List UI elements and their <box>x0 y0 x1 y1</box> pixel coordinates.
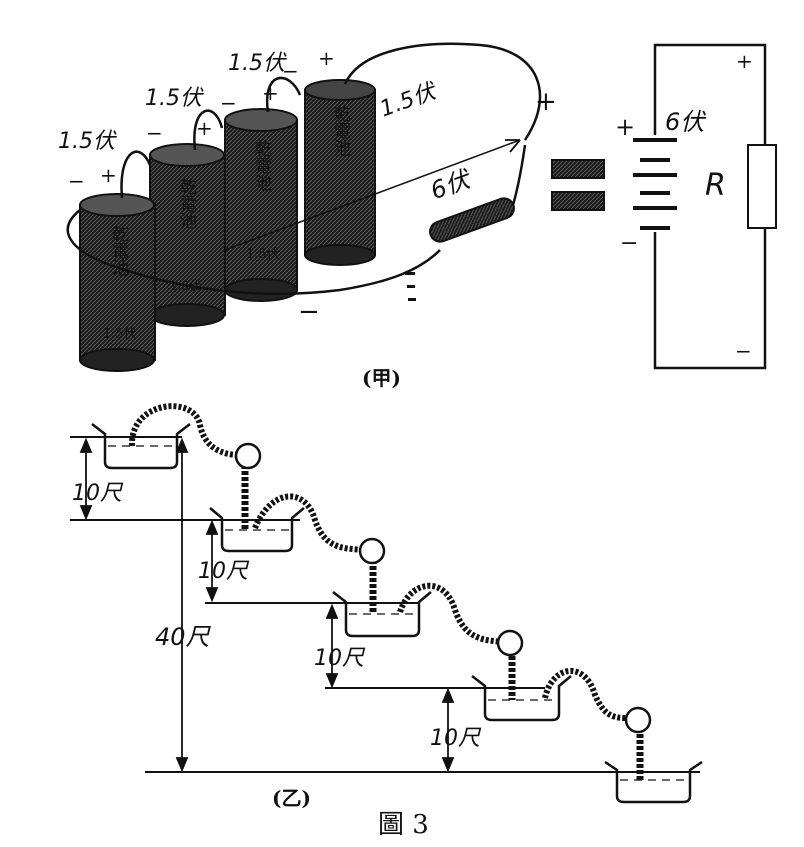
wire-pos-lead <box>343 42 542 141</box>
minus-sign: − <box>282 59 299 83</box>
step-height-3: 10尺 <box>314 646 366 671</box>
battery-4 <box>304 79 376 266</box>
total-voltage-label: 6伏 <box>427 164 476 205</box>
resistor-symbol <box>747 144 777 229</box>
cell-voltage-4: 1.5伏 <box>377 79 441 123</box>
battery-2 <box>149 143 226 327</box>
water-tanks <box>91 423 703 804</box>
cell-voltage-3: 1.5伏 <box>228 51 287 76</box>
step-height-4: 10尺 <box>430 726 482 751</box>
tank-5 <box>604 760 703 804</box>
tank-1 <box>91 423 191 470</box>
arrow-head <box>505 139 521 153</box>
pump-tubes <box>128 403 631 721</box>
battery-voltage-mark: 1.5伏 <box>103 327 137 342</box>
water-surfaces <box>108 445 688 781</box>
plus-sign: + <box>262 81 279 105</box>
polarity-signs: − + − + − + − + + − <box>68 46 557 327</box>
battery-1 <box>79 193 156 372</box>
minus-sign: − <box>68 169 85 193</box>
resistor-label: R <box>705 168 726 203</box>
circuit-minus-right: − <box>735 339 752 363</box>
wire-1-2 <box>120 150 152 199</box>
battery-group <box>79 79 376 372</box>
battery-3 <box>224 108 298 302</box>
circuit-source-voltage: 6伏 <box>665 108 707 136</box>
output-minus-sign: − <box>298 297 320 327</box>
output-plus-sign: + <box>535 87 557 117</box>
figure-caption: 圖 3 <box>378 810 429 840</box>
wire-neg-lead <box>66 209 441 296</box>
equivalence-symbol <box>551 159 605 211</box>
step-height-2: 10尺 <box>198 559 250 584</box>
tube-1 <box>128 403 241 458</box>
battery-body-labels: 乾電池 乾電池 乾電池 乾電池 1.5伏 1.5伏 1.5伏 <box>103 105 351 342</box>
cell-voltage-2: 1.5伏 <box>145 86 204 111</box>
wire-3-4 <box>265 76 302 113</box>
step-height-1: 10尺 <box>72 481 124 506</box>
battery-brand-label: 乾電池 <box>330 105 351 156</box>
pump-3 <box>496 629 524 657</box>
dimension-arrows <box>79 437 455 773</box>
minus-sign: − <box>146 121 163 145</box>
series-resistor <box>429 197 515 243</box>
level-lines <box>70 436 700 773</box>
cell-voltage-1: 1.5伏 <box>58 129 117 154</box>
pump-4 <box>624 706 652 734</box>
battery-brand-label: 乾電池 <box>108 225 129 276</box>
caption-jia: (甲) <box>362 366 401 390</box>
circuit-wire <box>653 228 767 370</box>
circuit-labels: + 6伏 − + − R <box>615 49 753 363</box>
stray-marks <box>405 272 416 301</box>
tank-2 <box>209 507 305 553</box>
battery-symbol <box>633 138 677 230</box>
battery-brand-label: 乾電池 <box>251 140 272 191</box>
tank-4 <box>471 675 572 722</box>
tube-4 <box>542 667 631 721</box>
circuit-wire <box>653 43 767 145</box>
pump-1 <box>234 442 262 470</box>
battery-voltage-mark: 1.5伏 <box>246 247 280 262</box>
drop-pipes <box>241 465 644 780</box>
total-height: 40尺 <box>155 623 212 651</box>
plus-sign: + <box>100 163 117 187</box>
circuit-plus-left: + <box>615 113 635 141</box>
pump-2 <box>358 537 386 565</box>
battery-wires <box>66 42 542 296</box>
circuit-schematic <box>633 43 777 370</box>
wire-2-3 <box>193 109 224 151</box>
caption-yi: (乙) <box>272 786 311 810</box>
plus-sign: + <box>318 46 335 70</box>
plus-sign: + <box>196 116 213 140</box>
height-labels: 10尺 10尺 10尺 10尺 40尺 <box>72 481 482 751</box>
minus-sign: − <box>220 91 237 115</box>
battery-brand-label: 乾電池 <box>176 178 197 229</box>
pumps <box>234 442 652 734</box>
tube-2 <box>252 493 363 553</box>
tank-3 <box>332 591 432 638</box>
wire-6v-pointer <box>224 139 521 251</box>
circuit-minus-left: − <box>620 231 638 256</box>
tube-3 <box>397 582 503 645</box>
circuit-plus-right: + <box>736 49 753 73</box>
